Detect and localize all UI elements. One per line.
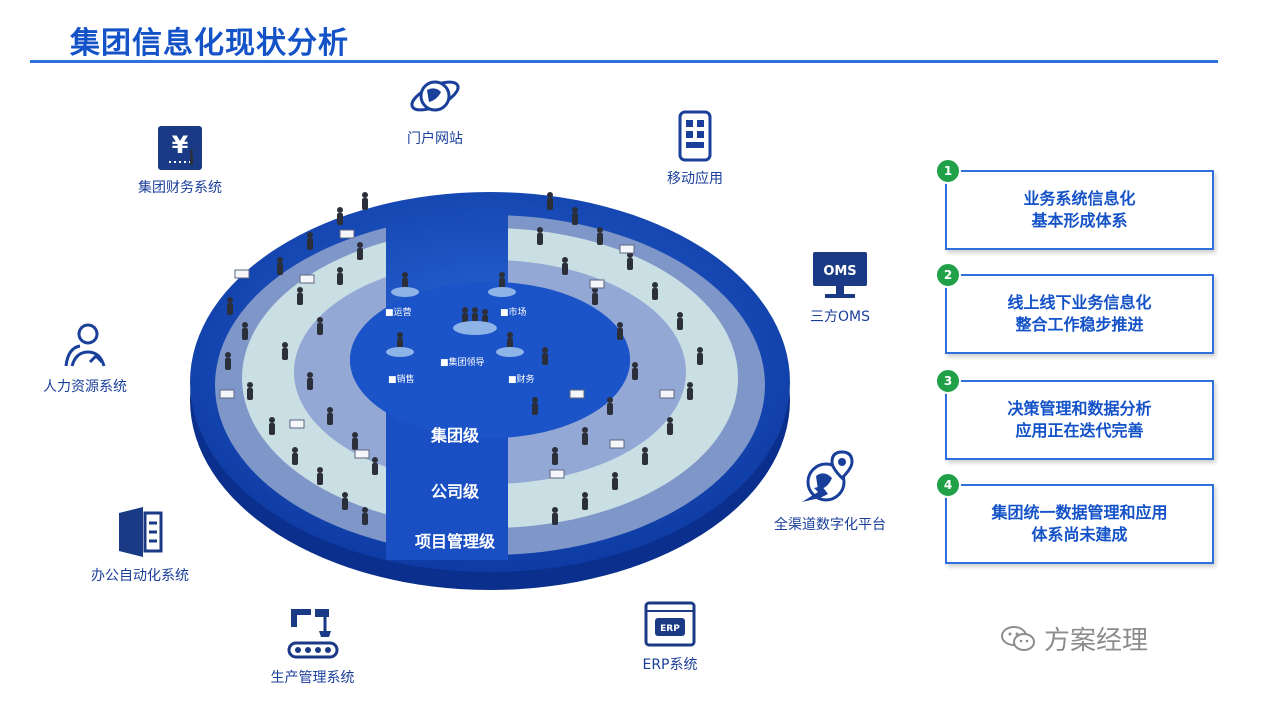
- monitor-icon: OMS: [813, 252, 867, 298]
- finding-number: 3: [935, 368, 961, 394]
- dept-leader: ■集团领导: [440, 358, 485, 368]
- finding-line2: 整合工作稳步推进: [1015, 315, 1144, 334]
- dept-finance: ■财务: [508, 375, 535, 385]
- level-project: 项目管理级: [414, 532, 495, 551]
- finding-line1: 业务系统信息化: [1023, 189, 1136, 208]
- system-oms[interactable]: OMS 三方OMS: [795, 250, 885, 326]
- level-company: 公司级: [430, 482, 479, 501]
- finding-card-4: 4 集团统一数据管理和应用体系尚未建成: [935, 472, 1214, 564]
- top-label: 业务信息系统: [411, 172, 508, 191]
- page-title: 集团信息化现状分析: [70, 26, 349, 61]
- level-group: 集团级: [430, 426, 479, 445]
- dept-sales: ■销售: [388, 375, 415, 385]
- system-digital[interactable]: 全渠道数字化平台: [760, 448, 900, 534]
- svg-text:ERP: ERP: [660, 624, 680, 634]
- finding-number: 4: [935, 472, 961, 498]
- system-portal[interactable]: 门户网站: [385, 72, 485, 148]
- system-hr-label: 人力资源系统: [43, 379, 127, 395]
- robot-arm-conveyor-icon: [287, 609, 338, 659]
- wechat-icon: [1001, 625, 1035, 651]
- system-finance[interactable]: ¥ 集团财务系统: [125, 125, 235, 197]
- finding-line2: 应用正在迭代完善: [1015, 421, 1144, 440]
- title-underline: [30, 60, 1218, 63]
- system-office[interactable]: 办公自动化系统: [80, 505, 200, 585]
- phone-app-icon: [678, 110, 712, 162]
- finding-line1: 集团统一数据管理和应用: [991, 503, 1168, 522]
- system-finance-label: 集团财务系统: [138, 180, 222, 196]
- system-erp[interactable]: ERP ERP系统: [625, 600, 715, 674]
- system-digital-label: 全渠道数字化平台: [774, 517, 886, 533]
- finding-card-3: 3 决策管理和数据分析应用正在迭代完善: [935, 368, 1214, 460]
- users-icon: [64, 323, 106, 367]
- system-erp-label: ERP系统: [642, 657, 698, 673]
- finding-card-1: 1 业务系统信息化基本形成体系: [935, 158, 1214, 250]
- system-office-label: 办公自动化系统: [91, 568, 189, 584]
- finding-line1: 决策管理和数据分析: [1007, 399, 1152, 418]
- system-production[interactable]: 生产管理系统: [255, 605, 370, 687]
- system-oms-label: 三方OMS: [810, 309, 870, 325]
- finding-line2: 基本形成体系: [1031, 211, 1128, 230]
- finding-card-2: 2 线上线下业务信息化整合工作稳步推进: [935, 262, 1214, 354]
- globe-icon: [410, 80, 460, 112]
- system-mobile[interactable]: 移动应用: [650, 110, 740, 188]
- system-hr[interactable]: 人力资源系统: [30, 322, 140, 396]
- dept-operations: ■运营: [385, 308, 412, 318]
- office-doc-icon: [119, 507, 163, 557]
- watermark-text: 方案经理: [1044, 626, 1149, 656]
- central-platforms: [386, 287, 524, 357]
- finding-number: 2: [935, 262, 961, 288]
- erp-chip-icon: ERP: [644, 601, 696, 647]
- finding-number: 1: [935, 158, 961, 184]
- finding-line2: 体系尚未建成: [1031, 525, 1128, 544]
- system-portal-label: 门户网站: [407, 131, 463, 147]
- desks: [219, 229, 675, 479]
- dept-market: ■市场: [500, 308, 527, 318]
- watermark: 方案经理: [1000, 620, 1148, 657]
- globe-plane-icon: [802, 450, 854, 502]
- svg-text:OMS: OMS: [823, 264, 856, 279]
- ring-graphic: [187, 147, 790, 590]
- svg-text:¥: ¥: [172, 131, 189, 159]
- system-mobile-label: 移动应用: [667, 171, 723, 187]
- system-production-label: 生产管理系统: [270, 670, 355, 686]
- finding-line1: 线上线下业务信息化: [1007, 293, 1152, 312]
- business-ring-diagram: 业务信息系统 ■运营 ■市场 ■集团领导 ■销售 ■财务 集团级 公司级 项目管…: [187, 147, 790, 600]
